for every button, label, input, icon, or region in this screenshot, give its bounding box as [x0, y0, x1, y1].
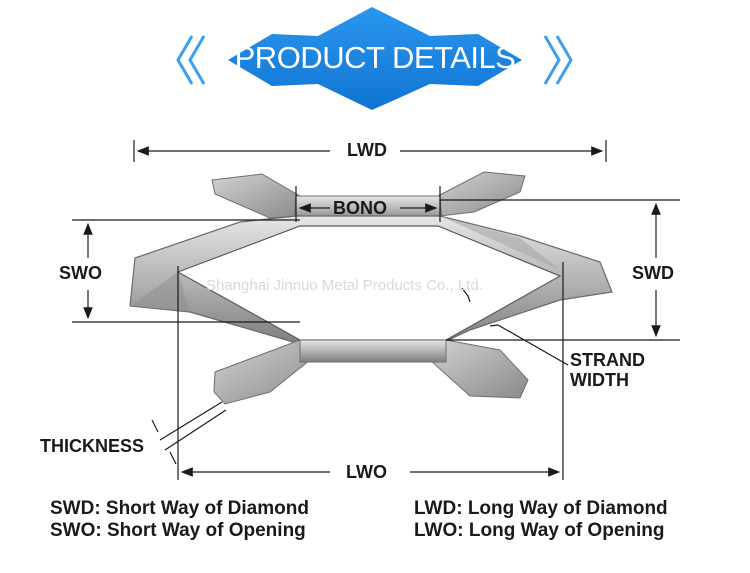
bono-label: BONO — [333, 198, 387, 218]
lwd-dimension — [133, 140, 607, 162]
bono-dimension — [295, 186, 441, 222]
watermark: Shanghai Jinnuo Metal Products Co., Ltd. — [206, 277, 483, 294]
legend-lwd: LWD: Long Way of Diamond — [414, 498, 668, 519]
strand-width-leader — [461, 287, 569, 366]
banner-graphic — [176, 7, 573, 110]
product-details-banner: PRODUCT DETAILS — [0, 0, 750, 120]
thickness-leader — [151, 401, 227, 465]
page-title: PRODUCT DETAILS — [234, 40, 516, 75]
banner-shape — [228, 7, 522, 110]
thickness-label: THICKNESS — [40, 436, 145, 456]
mesh-strands — [129, 171, 613, 405]
left-chevron-icon — [176, 35, 206, 85]
legend-swd: SWD: Short Way of Diamond — [50, 498, 309, 519]
lwd-label: LWD — [347, 140, 387, 160]
strand-width-label-line2: WIDTH — [570, 370, 629, 390]
lwo-label: LWO — [346, 462, 387, 482]
swo-label: SWO — [59, 263, 102, 283]
right-chevron-icon — [543, 35, 573, 85]
swd-label: SWD — [632, 263, 674, 283]
lwo-dimension — [177, 262, 564, 480]
swo-dimension — [72, 219, 300, 323]
legend-lwo: LWO: Long Way of Opening — [414, 520, 665, 541]
legend-swo: SWO: Short Way of Opening — [50, 520, 306, 541]
strand-width-label-line1: STRAND — [570, 350, 645, 370]
